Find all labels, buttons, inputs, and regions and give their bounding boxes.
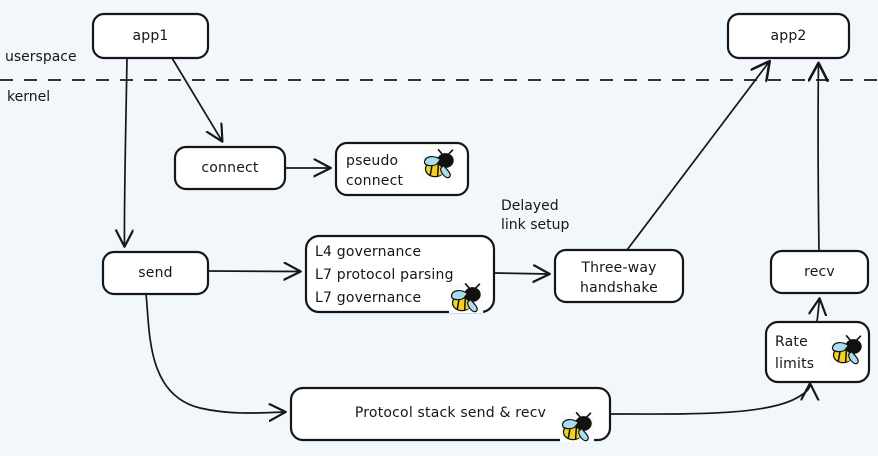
- node-app2[interactable]: [726, 12, 851, 60]
- ebpf-bee-icon: [421, 148, 457, 180]
- zone-label-userspace: userspace: [5, 49, 77, 65]
- node-app1[interactable]: [91, 12, 210, 60]
- edge-protocol-stack-to-rate-limits: [609, 384, 810, 415]
- zone-label-kernel: kernel: [7, 89, 51, 105]
- ebpf-bee-icon: [559, 411, 595, 443]
- node-send[interactable]: [101, 250, 210, 296]
- node-recv[interactable]: [769, 249, 870, 295]
- edge-send-to-governance: [207, 271, 300, 272]
- edge-app1-to-send: [124, 57, 127, 246]
- edge-label-delayed-link-setup: Delayed link setup: [501, 198, 570, 233]
- node-connect[interactable]: [173, 145, 287, 191]
- node-governance[interactable]: [304, 234, 496, 314]
- node-three-way-handshake[interactable]: [553, 248, 685, 304]
- edge-three-way-handshake-to-app2: [626, 62, 769, 251]
- edge-send-to-protocol-stack: [145, 293, 285, 413]
- ebpf-bee-icon: [829, 334, 865, 366]
- ebpf-bee-icon: [448, 282, 484, 314]
- edge-governance-to-three-way-handshake: [493, 273, 549, 274]
- edge-recv-to-app2: [818, 64, 819, 252]
- edge-app1-to-connect: [171, 57, 222, 141]
- edge-rate-limits-to-recv: [817, 299, 820, 323]
